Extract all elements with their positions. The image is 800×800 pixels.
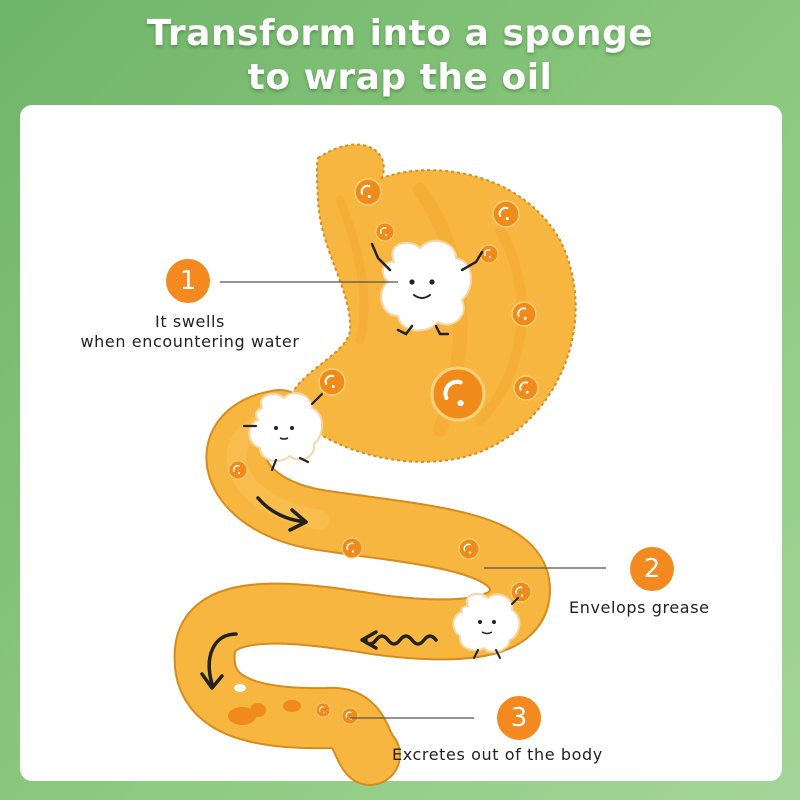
step-1-line-2: when encountering water bbox=[80, 332, 300, 351]
oil-droplet bbox=[355, 179, 381, 205]
oil-droplet bbox=[342, 708, 358, 724]
step-1-label: It swells when encountering water bbox=[40, 312, 340, 352]
oil-droplet bbox=[342, 538, 362, 558]
oil-droplet bbox=[376, 223, 394, 241]
sponge-character bbox=[242, 392, 324, 472]
wavy-arrow bbox=[360, 630, 438, 650]
step-3-label: Excretes out of the body bbox=[392, 745, 603, 764]
title-line-2: to wrap the oil bbox=[247, 57, 553, 98]
waste-pieces bbox=[228, 684, 301, 725]
step-1-line-1: It swells bbox=[155, 312, 225, 331]
oil-droplet bbox=[316, 703, 330, 717]
arrow-flow bbox=[200, 632, 238, 690]
oil-droplet bbox=[512, 302, 536, 326]
step-2-badge: 2 bbox=[630, 547, 674, 591]
step-2-label: Envelops grease bbox=[569, 598, 710, 617]
sponge-character bbox=[452, 592, 521, 659]
intestine bbox=[173, 389, 552, 786]
oil-droplet bbox=[459, 539, 479, 559]
sponge-character bbox=[370, 239, 484, 336]
oil-droplet bbox=[514, 376, 538, 400]
oil-droplet bbox=[493, 201, 519, 227]
step-1-badge: 1 bbox=[166, 259, 210, 303]
title-line-1: Transform into a sponge bbox=[146, 13, 654, 54]
oil-droplet bbox=[319, 369, 345, 395]
oil-droplet bbox=[511, 582, 531, 602]
oil-droplet bbox=[229, 461, 247, 479]
arrow-flow bbox=[256, 496, 308, 532]
oil-droplet bbox=[480, 245, 498, 263]
oil-droplet-large bbox=[432, 368, 484, 420]
step-3-badge: 3 bbox=[497, 696, 541, 740]
